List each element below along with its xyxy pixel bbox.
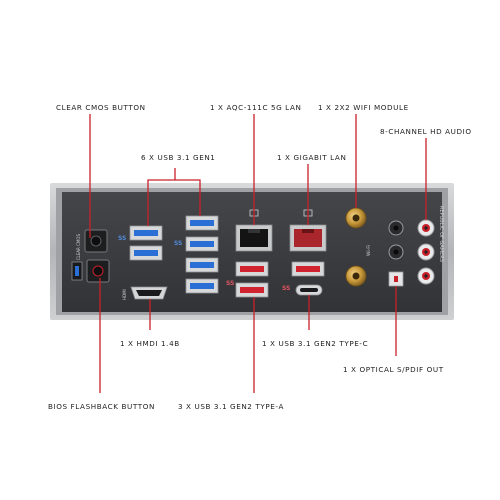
label-clear-cmos-button: CLEAR CMOS BUTTON [56, 103, 146, 112]
usb31-gen1-port[interactable] [185, 236, 219, 252]
usb31-gen1-port[interactable] [185, 278, 219, 294]
usb31-gen1-port[interactable] [129, 225, 163, 241]
label-gigabit-lan: 1 X GIGABIT LAN [277, 153, 347, 162]
usb31-gen2-type-a-port[interactable] [291, 261, 325, 277]
usb31-gen2-type-a-port[interactable] [235, 282, 269, 298]
clear-cmos-small-label: CLEAR CMOS [76, 234, 81, 261]
audio-jack[interactable] [388, 244, 404, 260]
label-aqc-lan: 1 X AQC-111C 5G LAN [210, 103, 302, 112]
hdmi-small-label: HDMI [122, 289, 127, 300]
rog-text: REPUBLIC OF GAMERS [438, 206, 444, 262]
label-hdmi: 1 X HMDI 1.4B [120, 339, 180, 348]
usb31-gen1-port[interactable] [185, 257, 219, 273]
hdmi-port[interactable] [130, 286, 168, 300]
wifi-antenna-connector[interactable] [345, 207, 367, 229]
label-wifi-module: 1 X 2X2 WIFI MODULE [318, 103, 409, 112]
usb31-gen2-type-a-port[interactable] [235, 261, 269, 277]
wifi-antenna-connector[interactable] [345, 265, 367, 287]
bios-flashback-button[interactable] [86, 259, 110, 283]
ss-logo: SS [118, 235, 126, 242]
ss-logo: SS [174, 240, 182, 247]
flashback-usb-port[interactable] [71, 261, 83, 281]
gigabit-lan-port[interactable] [289, 224, 327, 252]
audio-jack[interactable] [417, 267, 435, 285]
leader-line-usb-gen1 [147, 179, 201, 226]
wifi-small-label: Wi-Fi [366, 245, 372, 256]
label-usb31-gen2-type-a: 3 X USB 3.1 GEN2 TYPE-A [178, 402, 284, 411]
label-usb31-gen2-type-c: 1 X USB 3.1 GEN2 TYPE-C [262, 339, 369, 348]
ss-logo: SS [282, 285, 290, 292]
label-usb31-gen1: 6 X USB 3.1 GEN1 [141, 153, 216, 162]
usb31-gen2-type-c-port[interactable] [295, 284, 323, 296]
clear-cmos-button[interactable] [84, 229, 108, 253]
audio-jack[interactable] [417, 243, 435, 261]
audio-jack[interactable] [417, 219, 435, 237]
label-optical-spdif: 1 X OPTICAL S/PDIF OUT [343, 365, 444, 374]
optical-spdif-port[interactable] [388, 271, 404, 287]
usb31-gen1-port[interactable] [185, 215, 219, 231]
label-hd-audio: 8-CHANNEL HD AUDIO [380, 127, 472, 136]
aqc-5g-lan-port[interactable] [235, 224, 273, 252]
usb31-gen1-port[interactable] [129, 245, 163, 261]
leader-lines [89, 114, 427, 393]
label-bios-flashback-button: BIOS FLASHBACK BUTTON [48, 402, 155, 411]
ss-logo: SS [226, 280, 234, 287]
audio-jack[interactable] [388, 220, 404, 236]
